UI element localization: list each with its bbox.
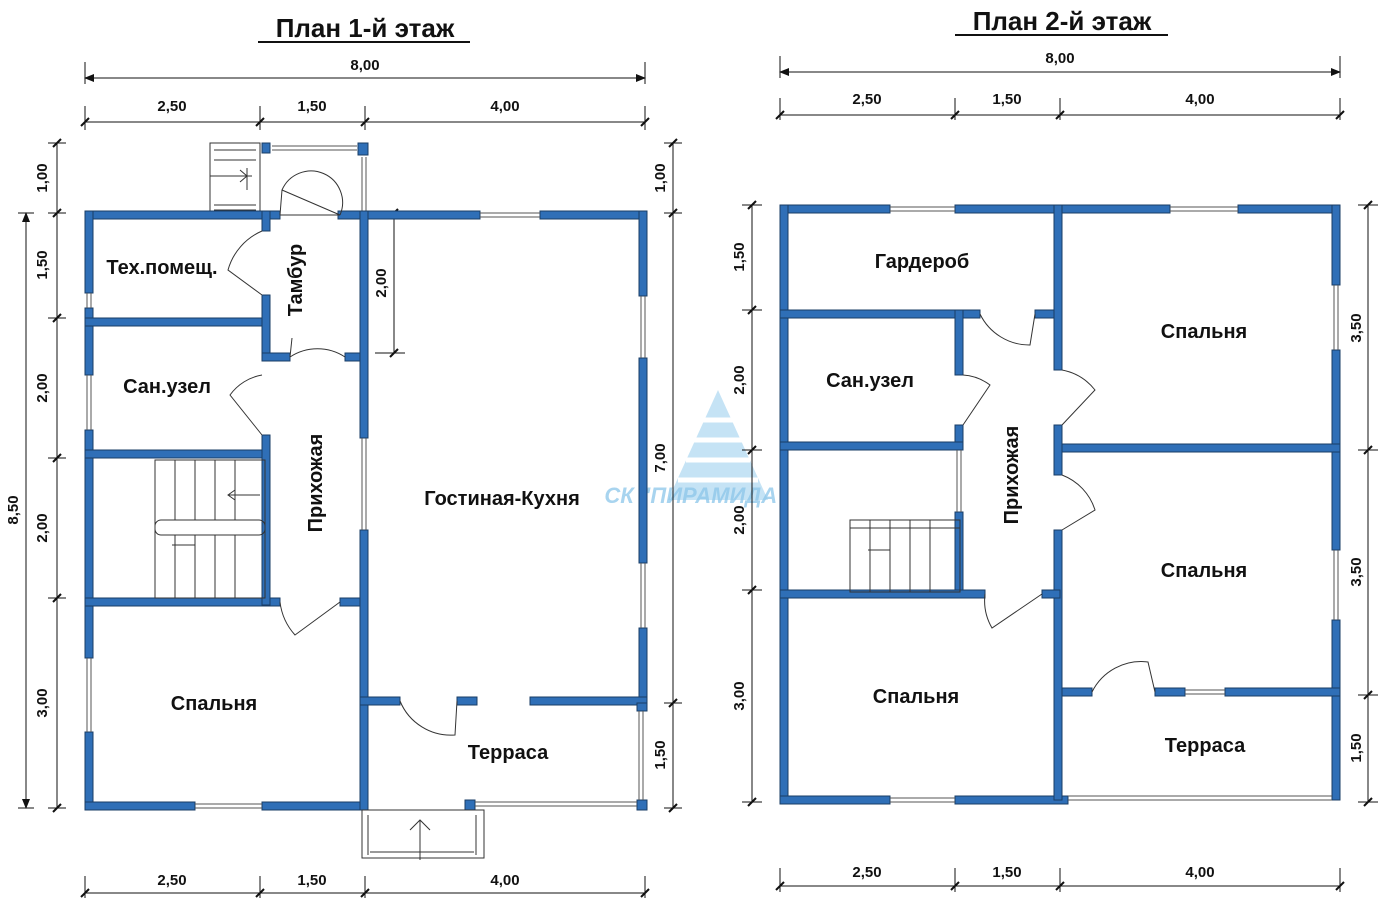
- plan-1-room-terrace: Терраса: [468, 742, 549, 764]
- plan-2-bottom-seg-2: 1,50: [992, 864, 1021, 881]
- plan-2-doors: [962, 313, 1156, 693]
- plan-1-right-seg-1: 1,00: [652, 163, 669, 192]
- plan-2-top-seg-3: 4,00: [1185, 91, 1214, 108]
- watermark-text: СК "ПИРАМИДА": [604, 483, 788, 508]
- plan-2-room-wardrobe: Гардероб: [875, 251, 970, 273]
- plan-2-left-seg-2: 2,00: [731, 365, 748, 394]
- plan-1-bottom-seg-2: 1,50: [297, 872, 326, 889]
- plan-1-total-height: 8,50: [5, 495, 22, 524]
- plan-2-left-seg-3: 2,00: [731, 505, 748, 534]
- plan-1-left-seg-3: 2,00: [34, 373, 51, 402]
- plan-1-left-seg-1: 1,00: [34, 163, 51, 192]
- plan-1-terrace-steps: [361, 809, 485, 860]
- plan-2-room-bedroom-1: Спальня: [1161, 321, 1247, 343]
- watermark: СК "ПИРАМИДА": [604, 390, 788, 508]
- plan-2-top-seg-1: 2,50: [852, 91, 881, 108]
- plan-2-dimensions: 8,00 2,50 1,50 4,00 2,50 1,50 4,00 1: [731, 50, 1378, 892]
- plan-2-right-seg-3: 1,50: [1348, 733, 1365, 762]
- plan-2-room-bedroom-2: Спальня: [1161, 560, 1247, 582]
- plan-2-left-seg-1: 1,50: [731, 242, 748, 271]
- plan-1-bottom-seg-1: 2,50: [157, 872, 186, 889]
- plan-1-room-hallway: Прихожая: [305, 434, 327, 533]
- plan-2-left-seg-4: 3,00: [731, 681, 748, 710]
- plan-2-bottom-seg-3: 4,00: [1185, 864, 1214, 881]
- plan-1-walls: [84, 210, 648, 811]
- plan-1-room-bathroom: Сан.узел: [123, 376, 211, 398]
- plan-1-windows: [86, 212, 646, 809]
- plan-2-bottom-seg-1: 2,50: [852, 864, 881, 881]
- plan-1-room-tambur: Тамбур: [285, 244, 307, 317]
- plan-2: 8,00 2,50 1,50 4,00 2,50 1,50 4,00 1: [731, 50, 1378, 892]
- plan-2-walls: [779, 204, 1341, 805]
- plan-1: 8,00 2,50 1,50 4,00 2,50 1,50 4,00 8,50: [5, 57, 682, 898]
- plan-1-dimensions: 8,00 2,50 1,50 4,00 2,50 1,50 4,00 8,50: [5, 57, 682, 898]
- plan-2-room-bedroom-3: Спальня: [873, 686, 959, 708]
- plan-1-left-seg-4: 2,00: [34, 513, 51, 542]
- plan-1-title: План 1-й этаж: [276, 13, 455, 43]
- plan-1-right-seg-3: 1,50: [652, 740, 669, 769]
- plan-1-stairs: [154, 459, 266, 599]
- plan-2-right-seg-1: 3,50: [1348, 313, 1365, 342]
- plan-1-doors: [227, 170, 458, 736]
- plan-2-room-bathroom: Сан.узел: [826, 370, 914, 392]
- plan-1-entry-porch: [209, 142, 261, 214]
- plan-1-inner-height: 2,00: [373, 268, 390, 297]
- plan-1-left-seg-5: 3,00: [34, 688, 51, 717]
- plan-1-room-tech: Тех.помещ.: [106, 257, 217, 279]
- plan-2-top-seg-2: 1,50: [992, 91, 1021, 108]
- plan-2-total-width: 8,00: [1045, 50, 1074, 67]
- plan-1-right-seg-2: 7,00: [652, 443, 669, 472]
- plan-1-top-seg-1: 2,50: [157, 98, 186, 115]
- plan-1-room-bedroom: Спальня: [171, 693, 257, 715]
- plan-1-bottom-seg-3: 4,00: [490, 872, 519, 889]
- plan-2-right-seg-2: 3,50: [1348, 557, 1365, 586]
- plan-1-room-living-kitchen: Гостиная-Кухня: [424, 488, 580, 510]
- plan-2-windows: [890, 206, 1339, 803]
- plan-2-room-terrace: Терраса: [1165, 735, 1246, 757]
- plan-1-top-seg-3: 4,00: [490, 98, 519, 115]
- plan-2-title: План 2-й этаж: [973, 6, 1152, 36]
- pyramid-logo-icon: [668, 390, 768, 500]
- plan-1-total-width: 8,00: [350, 57, 379, 74]
- plan-1-left-seg-2: 1,50: [34, 250, 51, 279]
- plan-2-room-hallway: Прихожая: [1001, 426, 1023, 525]
- plan-2-stairs: [849, 519, 961, 593]
- plan-1-top-seg-2: 1,50: [297, 98, 326, 115]
